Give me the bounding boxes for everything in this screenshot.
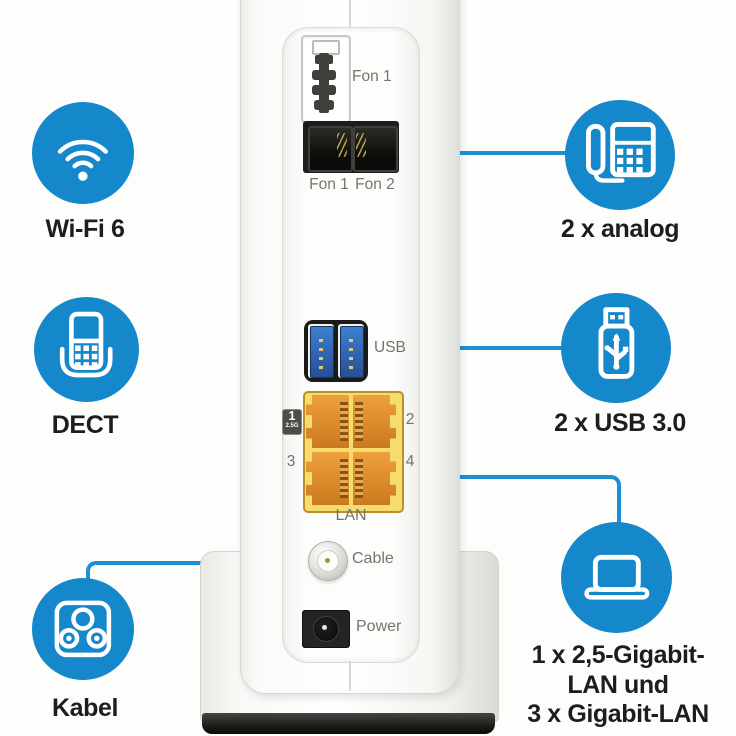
power-port-label: Power: [356, 618, 402, 635]
lan-feature-label-line2: LAN und: [567, 670, 669, 699]
usb-port-2-pins: [349, 333, 353, 369]
lan-badge-number: 1: [288, 409, 296, 423]
lan-feature-label-line1: 1 x 2,5-Gigabit-: [531, 641, 705, 669]
lan-port-1-pins: [340, 402, 348, 441]
lan-port-3-label: 3: [286, 453, 296, 470]
router-housing-seam-top: [349, 0, 351, 28]
lan-feature-label-line3: 3 x Gigabit-LAN: [527, 700, 709, 728]
usb-stick-icon: [598, 306, 634, 379]
rj11-fon2-pins: [356, 133, 366, 157]
lan-port-4-pins: [355, 459, 363, 498]
analog-feature-badge: [565, 100, 675, 210]
rj11-fon2-label: Fon 2: [355, 176, 395, 193]
dect-phone-icon: [60, 312, 113, 378]
connector-line-analog: [448, 151, 570, 155]
router-stand-base: [202, 713, 495, 734]
usb-port-label: USB: [374, 339, 406, 356]
usb-port-1-pins: [319, 333, 323, 369]
laptop-icon: [584, 554, 649, 600]
dect-feature-badge: [34, 297, 139, 402]
analog-phone-icon: [585, 121, 656, 183]
lan-feature-badge: [561, 522, 672, 633]
usb-feature-badge: [561, 293, 671, 403]
lan-port-2-label: 2: [405, 411, 415, 428]
kabel-feature-badge: [32, 578, 134, 680]
tae-port-label: Fon 1: [352, 68, 392, 85]
wifi-feature-badge: [32, 102, 134, 204]
cable-port-label: Cable: [352, 550, 394, 567]
connector-line-lan: [448, 475, 621, 531]
connector-line-usb: [448, 346, 565, 350]
lan-badge-speed: 2.5G: [285, 423, 299, 429]
tae-plug-icon: [312, 53, 336, 113]
wifi-feature-label: Wi-Fi 6: [45, 215, 125, 243]
lan-port-4-label: 4: [405, 453, 415, 470]
rj11-fon1-label: Fon 1: [309, 176, 349, 193]
wifi-icon: [57, 139, 109, 182]
dect-feature-label: DECT: [51, 411, 119, 439]
connector-line-kabel: [86, 561, 218, 587]
cable-socket-icon: [54, 600, 112, 658]
lan-group-label: LAN: [335, 507, 367, 524]
kabel-feature-label: Kabel: [51, 694, 119, 722]
usb-feature-label: 2 x USB 3.0: [554, 409, 686, 437]
router-housing-seam-bottom: [349, 661, 351, 691]
lan-port-1-speed-badge: 1 2.5G: [283, 410, 301, 434]
lan-port-3-pins: [340, 459, 348, 498]
coax-cable-port-pin: [325, 558, 330, 563]
power-jack-pin: [322, 625, 327, 630]
lan-feature-label: 1 x 2,5-Gigabit- LAN und 3 x Gigabit-LAN: [505, 641, 731, 730]
rj11-fon1-pins: [337, 133, 347, 157]
lan-port-2-pins: [355, 402, 363, 441]
analog-feature-label: 2 x analog: [560, 215, 680, 243]
